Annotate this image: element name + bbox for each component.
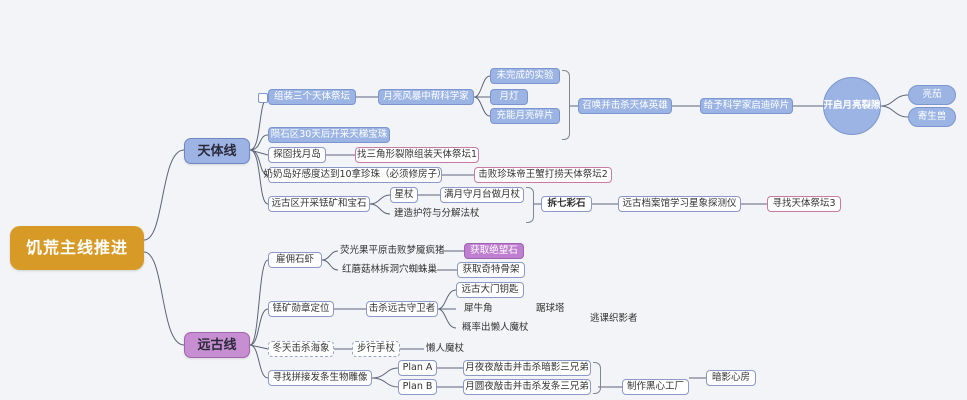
link-tianti-branches: [249, 97, 269, 205]
node-xingzhang[interactable]: 星杖: [390, 187, 418, 203]
node-yuelianghaipian[interactable]: 充能月亮碎片: [490, 108, 560, 124]
node-hongmo[interactable]: 红蘑菇林拆洞穴蜘蛛巢: [342, 264, 438, 276]
node-yueye[interactable]: 月夜夜敲击并击杀暗影三兄弟: [463, 360, 591, 376]
node-huode-qite[interactable]: 获取奇特骨架: [457, 262, 525, 278]
node-julita[interactable]: 踞球塔: [536, 303, 565, 315]
node-zhizuo[interactable]: 制作黑心工厂: [622, 379, 689, 395]
node-wancheng-shiyan[interactable]: 未完成的实验: [490, 68, 560, 84]
node-huode-juewang[interactable]: 获取绝望石: [464, 243, 524, 259]
node-xunzhao3[interactable]: 寻找天体祭坛3: [767, 196, 841, 212]
node-plan-b[interactable]: Plan B: [398, 379, 437, 395]
node-xiniujiao[interactable]: 犀牛角: [464, 303, 493, 315]
node-chaiqi[interactable]: 拆七彩石: [541, 196, 592, 212]
node-yuedeng[interactable]: 月灯: [490, 89, 528, 105]
node-jianzao[interactable]: 建造护符与分解法杖: [394, 208, 480, 220]
node-liangjia[interactable]: 亮茄: [908, 85, 956, 105]
branch-yuangu[interactable]: 远古线: [184, 332, 250, 358]
node-lanren[interactable]: 懒人魔杖: [426, 343, 465, 355]
link-root-yuangu: [143, 251, 185, 346]
node-yuangudangan[interactable]: 远古档案馆学习星象探测仪: [618, 196, 741, 212]
node-nainai[interactable]: 奶奶岛好感度达到10拿珍珠（必须修房子）: [263, 167, 447, 183]
node-jisha-shouwei[interactable]: 击杀远古守卫者: [366, 301, 438, 317]
node-jibai[interactable]: 击败珍珠帝王蟹打捞天体祭坛2: [474, 167, 612, 183]
node-zhaohuan[interactable]: 召唤并击杀天体英雄: [578, 98, 672, 114]
node-yuangu-kaicai[interactable]: 远古区开采铥矿和宝石: [268, 196, 370, 212]
node-buxing[interactable]: 步行手杖: [352, 341, 400, 357]
node-yingguang[interactable]: 荧光果平原击败梦魇疯猪: [340, 245, 445, 257]
node-zhuitao[interactable]: 逃课织影者: [590, 313, 638, 325]
node-yueliang[interactable]: 月亮风暴中帮科学家: [378, 89, 474, 105]
node-zhaosanjiao[interactable]: 找三角形裂隙组装天体祭坛1: [355, 147, 479, 163]
node-yuangudamen[interactable]: 远古大门钥匙: [456, 282, 524, 298]
node-yueyuan[interactable]: 月圆夜敲击并击杀发条三兄弟: [463, 379, 591, 395]
node-yongbing[interactable]: 雇佣石虾: [268, 252, 322, 268]
node-anying[interactable]: 暗影心房: [706, 370, 756, 386]
node-manyue[interactable]: 满月守月台做月杖: [440, 187, 524, 203]
collapse-toggle-icon[interactable]: [258, 93, 268, 103]
bracket-plan: [593, 362, 601, 394]
node-kaiqi[interactable]: 开启月亮裂隙: [823, 77, 881, 135]
node-zuzhuang[interactable]: 组装三个天体祭坛: [268, 89, 356, 105]
node-tanzhao[interactable]: 探囵找月岛: [268, 147, 326, 163]
root-node[interactable]: 饥荒主线推进: [10, 226, 144, 270]
bracket-yueliang: [562, 70, 570, 140]
node-dongtian[interactable]: 冬天击杀海象: [268, 341, 334, 357]
node-geiyu[interactable]: 给予科学家启迪碎片: [700, 98, 793, 114]
node-xunzhao-pinjie[interactable]: 寻找拼接发条生物雕像: [268, 370, 372, 386]
node-jishengshou[interactable]: 寄生兽: [908, 107, 956, 127]
node-yiguang[interactable]: 铥矿勋章定位: [268, 301, 334, 317]
node-yunshi[interactable]: 陨石区30天后开采天梯宝珠: [268, 127, 390, 143]
node-plan-a[interactable]: Plan A: [398, 360, 437, 376]
bracket-xingzhang: [526, 187, 534, 223]
link-root-tianti: [143, 149, 185, 241]
node-gaoshuai[interactable]: 概率出懒人魔杖: [462, 322, 529, 334]
branch-tianti[interactable]: 天体线: [184, 138, 250, 164]
